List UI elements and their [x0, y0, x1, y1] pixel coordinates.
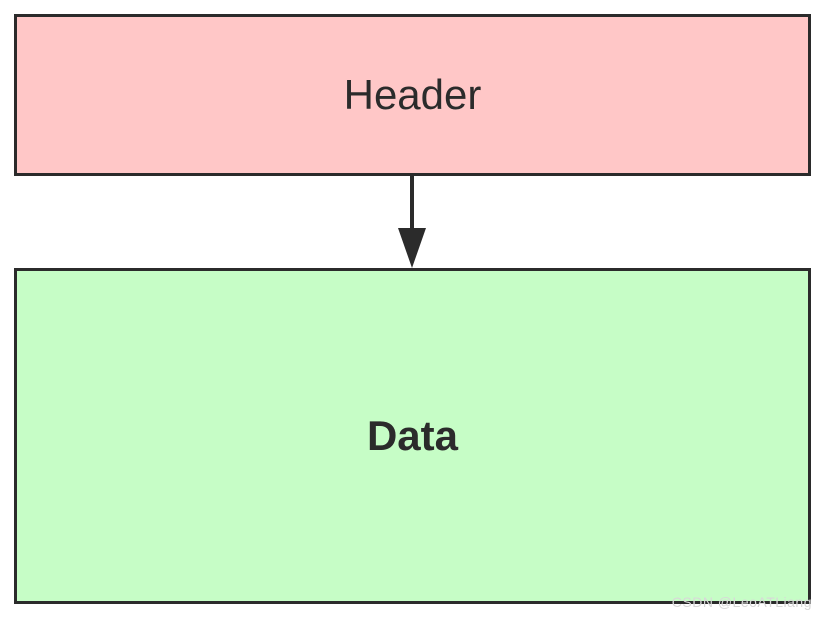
data-node: Data — [14, 268, 811, 604]
data-node-label: Data — [366, 412, 459, 459]
header-node: Header — [14, 14, 811, 176]
watermark: CSDN @LeoATLiang — [671, 594, 812, 610]
header-node-label: Header — [343, 71, 482, 118]
arrow-head-icon — [398, 228, 426, 268]
